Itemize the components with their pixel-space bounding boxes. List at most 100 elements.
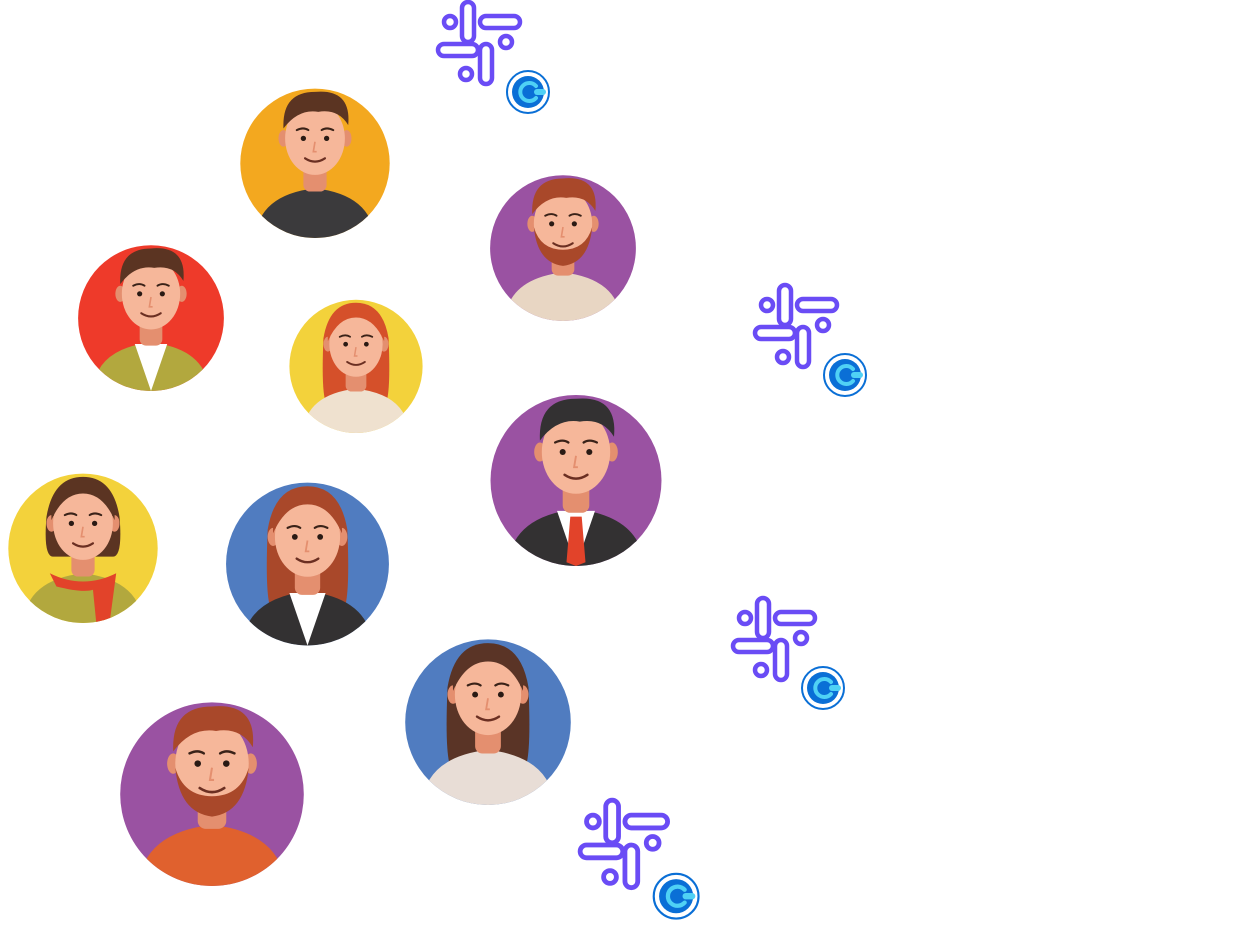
shirt — [421, 749, 555, 805]
hair — [539, 398, 615, 441]
integration-pair-4 — [577, 797, 706, 925]
brow-right — [320, 127, 335, 132]
brow-right — [568, 213, 582, 217]
eye-left — [291, 534, 298, 540]
nose — [304, 540, 310, 553]
tie — [566, 516, 586, 566]
nose — [312, 141, 317, 153]
mouth — [295, 557, 320, 564]
face — [533, 188, 593, 260]
face — [175, 718, 249, 809]
nose — [485, 698, 490, 711]
shirt — [504, 272, 622, 321]
hair — [120, 248, 184, 285]
integration-pair-3 — [730, 595, 851, 714]
brow-left — [338, 334, 351, 338]
beard — [175, 767, 249, 817]
brow-right — [494, 682, 510, 687]
avatar-man-suit-purple-bg — [481, 370, 671, 572]
avatar-man-orange-bg — [232, 70, 398, 240]
eye-right — [223, 760, 230, 767]
avatar-woman-scarf-yellow-bg — [0, 452, 166, 628]
calendly-logo-icon — [652, 872, 700, 920]
calendly-logo-icon — [506, 70, 550, 114]
brow-left — [188, 750, 206, 755]
avatar-man-beard-orange-shirt — [110, 676, 314, 892]
brow-left — [295, 127, 310, 132]
brow-right — [582, 439, 599, 444]
mouth — [552, 242, 574, 248]
mouth — [198, 786, 226, 794]
undershirt — [134, 344, 168, 391]
mouth — [140, 312, 162, 318]
avatar-woman-curly-yellow-bg — [282, 280, 430, 438]
face — [329, 311, 383, 377]
eye-left — [472, 691, 479, 698]
brow-left — [132, 283, 146, 287]
integration-pair-1 — [435, 0, 556, 118]
mouth — [303, 157, 327, 163]
brow-right — [361, 334, 374, 338]
eye-right — [586, 448, 593, 456]
eye-left — [549, 221, 555, 227]
brow-right — [156, 283, 170, 287]
face — [53, 486, 113, 560]
eye-left — [559, 448, 566, 456]
shirt — [255, 188, 375, 238]
face — [274, 497, 341, 577]
nose — [560, 226, 565, 238]
avatar-man-red-bg — [70, 220, 232, 400]
eye-left — [68, 520, 75, 527]
hair — [283, 91, 349, 129]
mouth — [475, 715, 501, 722]
brow-right — [218, 750, 236, 755]
face — [121, 258, 181, 330]
calendly-logo-icon — [801, 666, 845, 710]
brow-right — [88, 512, 103, 517]
eye-left — [300, 135, 307, 142]
eye-left — [194, 760, 201, 767]
nose — [353, 347, 358, 357]
brow-left — [286, 524, 302, 529]
hair — [51, 480, 115, 521]
scarf — [49, 573, 117, 623]
mouth — [563, 473, 589, 480]
eye-right — [91, 520, 98, 527]
hair — [327, 305, 385, 342]
eye-right — [323, 135, 330, 142]
shirt — [138, 824, 286, 886]
eye-right — [317, 534, 324, 540]
shirt — [302, 388, 410, 433]
brow-left — [466, 682, 482, 687]
hair — [452, 646, 524, 691]
face — [541, 410, 611, 494]
mouth — [346, 360, 366, 366]
nose — [208, 767, 215, 781]
hair — [173, 706, 254, 752]
shirt-collar — [289, 593, 326, 646]
brow-right — [313, 524, 329, 529]
calendly-logo-icon — [823, 353, 867, 397]
avatar-woman-blazer-blue-bg — [217, 462, 398, 648]
nose — [148, 296, 153, 308]
nose — [572, 455, 578, 469]
slack-logo-icon — [435, 0, 523, 87]
nose — [80, 526, 85, 538]
brow-left — [553, 439, 570, 444]
brow-left — [544, 213, 558, 217]
hair — [532, 178, 596, 215]
eye-right — [159, 291, 165, 297]
integration-pair-2 — [752, 282, 873, 401]
face — [285, 101, 345, 175]
beard — [533, 227, 593, 266]
eye-right — [571, 221, 577, 227]
slack-logo-icon — [752, 282, 840, 370]
brow-left — [63, 512, 78, 517]
mouth — [71, 542, 95, 548]
eye-right — [497, 691, 504, 698]
eye-right — [363, 341, 369, 347]
avatar-man-beard-purple-bg — [482, 150, 644, 330]
slack-logo-icon — [730, 595, 818, 683]
eye-left — [343, 341, 349, 347]
